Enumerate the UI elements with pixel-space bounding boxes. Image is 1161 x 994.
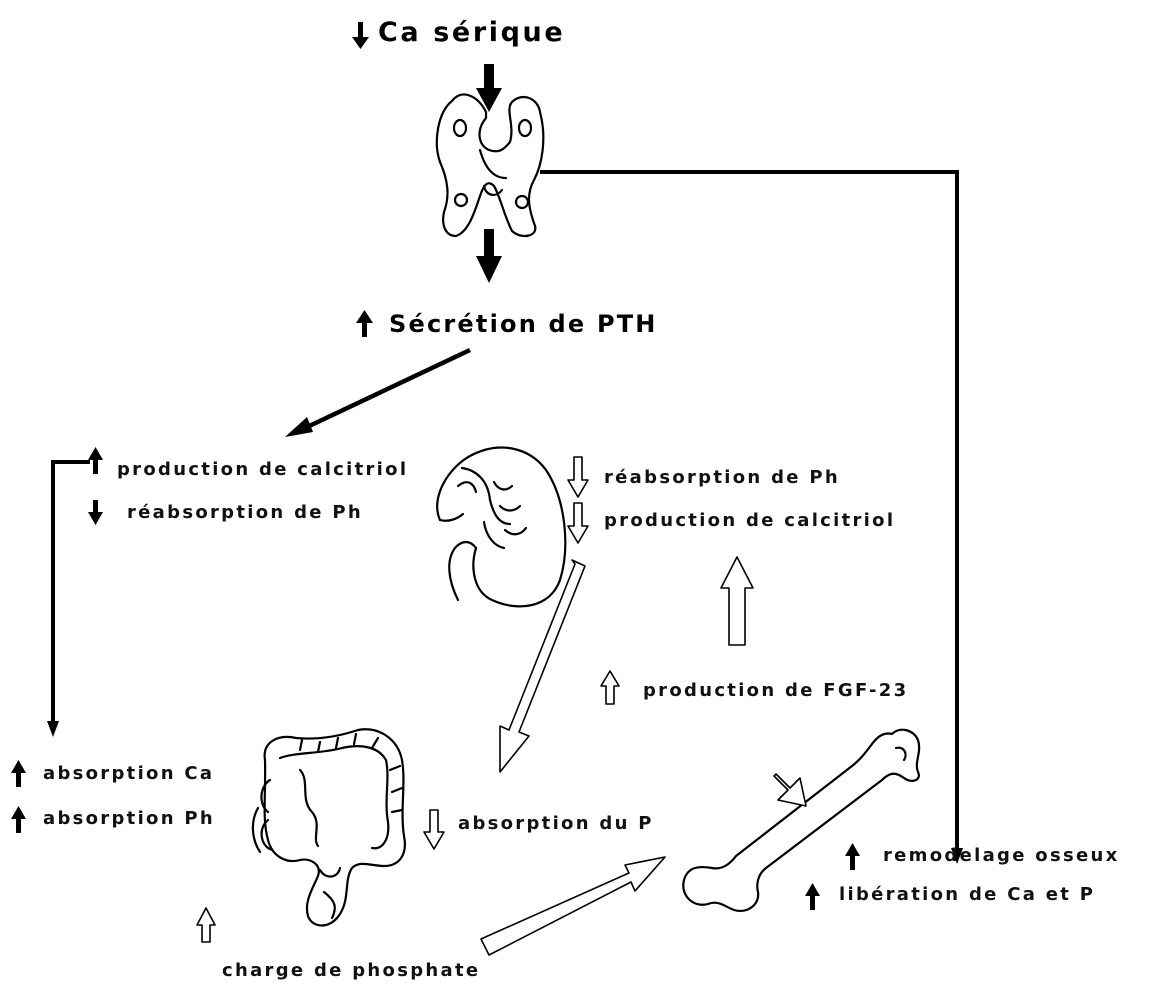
hollow-arrows (197, 457, 806, 955)
down-hollow-arrow-icon (424, 810, 444, 849)
up-arrow-icon (88, 447, 103, 474)
pth-secretion-label: Sécrétion de PTH (389, 310, 658, 338)
arrow-out-of-gland (476, 229, 502, 283)
ca-p-release-label: libération de Ca et P (839, 884, 1095, 905)
up-hollow-arrow-icon (601, 671, 619, 704)
left-ph-reabsorption-label: réabsorption de Ph (127, 502, 363, 523)
p-absorption-label: absorption du P (458, 813, 654, 834)
arrow-kidney-to-gut-icon (500, 560, 585, 772)
up-arrow-icon (845, 843, 860, 870)
left-calcitriol-label: production de calcitriol (117, 459, 408, 480)
arrow-into-gland (476, 64, 502, 112)
intestine-icon (253, 729, 405, 925)
up-arrow-icon (11, 760, 26, 787)
arrow-fgf-to-calcitriol-icon (721, 557, 753, 645)
down-arrow-icon (352, 22, 369, 49)
down-arrow-icon (88, 500, 103, 525)
arrow-kidney-to-intestine (47, 462, 90, 737)
up-arrow-icon (805, 883, 820, 910)
fgf23-production-label: production de FGF-23 (643, 680, 908, 701)
parathyroid-gland-icon (437, 95, 543, 237)
kidney-icon (437, 448, 565, 607)
down-hollow-arrow-icon (568, 457, 588, 497)
phosphate-load-label: charge de phosphate (222, 960, 480, 981)
up-arrow-icon (356, 310, 373, 337)
arrow-pth-to-kidney (285, 350, 470, 437)
calcium-absorption-label: absorption Ca (43, 763, 214, 784)
serum-calcium-label: Ca sérique (378, 17, 565, 48)
arrow-phosphate-to-bone-icon (481, 857, 665, 955)
right-calcitriol-label: production de calcitriol (604, 510, 895, 531)
down-hollow-arrow-icon (568, 503, 588, 543)
up-hollow-arrow-icon (197, 908, 215, 942)
arrow-bone-to-fgf-icon (774, 774, 806, 806)
bone-remodeling-label: remodelage osseux (883, 845, 1120, 866)
right-ph-reabsorption-label: réabsorption de Ph (604, 467, 840, 488)
phosphorus-absorption-label: absorption Ph (43, 808, 215, 829)
up-arrow-icon (11, 806, 26, 833)
